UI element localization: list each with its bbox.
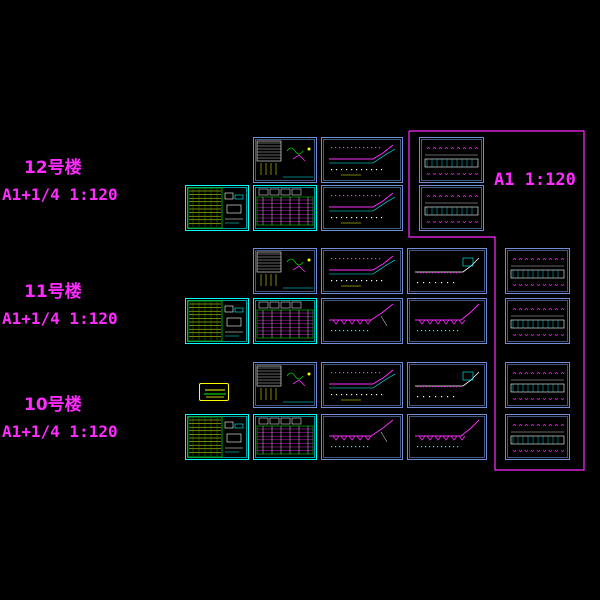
sheet-thumbnail-graphic: [321, 185, 403, 231]
sheet-thumbnail-graphic: [253, 298, 317, 344]
sheet-10-floor-plan-1[interactable]: [505, 362, 570, 408]
sheet-12-floor-plan-2[interactable]: [419, 185, 484, 231]
sheet-11-plan-2[interactable]: [321, 298, 403, 344]
sheet-11-system-diagram-a[interactable]: [253, 248, 317, 294]
group-scale-label: A1 1:120: [494, 170, 576, 190]
sheet-thumbnail-graphic: [321, 248, 403, 294]
sheet-10-plan-4[interactable]: [407, 414, 487, 460]
building-11-scale: A1+1/4 1:120: [2, 309, 118, 328]
building-10-title: 10号楼: [24, 395, 82, 415]
sheet-10-general-notes[interactable]: [185, 414, 249, 460]
sheet-11-plan-3[interactable]: [407, 248, 487, 294]
sheet-thumbnail-graphic: [321, 362, 403, 408]
sheet-10-system-diagram-b[interactable]: [253, 414, 317, 460]
sheet-thumbnail-graphic: [185, 185, 249, 231]
sheet-12-floor-plan-1[interactable]: [419, 137, 484, 183]
sheet-thumbnail-graphic: [253, 414, 317, 460]
sheet-11-system-diagram-b[interactable]: [253, 298, 317, 344]
building-11-title: 11号楼: [24, 282, 82, 302]
sheet-thumbnail-graphic: [419, 185, 484, 231]
sheet-thumbnail-graphic: [407, 414, 487, 460]
building-12-title: 12号楼: [24, 158, 82, 178]
sheet-12-system-diagram-b[interactable]: [253, 185, 317, 231]
sheet-10-floor-plan-2[interactable]: [505, 414, 570, 460]
sheet-thumbnail-graphic: [505, 248, 570, 294]
sheet-thumbnail-graphic: [185, 298, 249, 344]
sheet-thumbnail-graphic: [505, 362, 570, 408]
sheet-12-plan-2[interactable]: [321, 185, 403, 231]
sheet-11-plan-1[interactable]: [321, 248, 403, 294]
sheet-thumbnail-graphic: [321, 298, 403, 344]
sheet-10-plan-3[interactable]: [407, 362, 487, 408]
sheet-12-plan-1[interactable]: [321, 137, 403, 183]
sheet-thumbnail-graphic: [253, 362, 317, 408]
sheet-thumbnail-graphic: [419, 137, 484, 183]
sheet-thumbnail-graphic: [321, 414, 403, 460]
building-10-scale: A1+1/4 1:120: [2, 422, 118, 441]
sheet-thumbnail-graphic: [185, 414, 249, 460]
sheet-thumbnail-graphic: [253, 137, 317, 183]
sheet-11-general-notes[interactable]: [185, 298, 249, 344]
sheet-10-plan-1[interactable]: [321, 362, 403, 408]
sheet-thumbnail-graphic: [253, 248, 317, 294]
building-12-scale: A1+1/4 1:120: [2, 185, 118, 204]
sheet-10-system-diagram-a[interactable]: [253, 362, 317, 408]
sheet-thumbnail-graphic: [505, 298, 570, 344]
sheet-thumbnail-graphic: [253, 185, 317, 231]
sheet-10-plan-2[interactable]: [321, 414, 403, 460]
sheet-thumbnail-graphic: [407, 248, 487, 294]
sheet-11-floor-plan-2[interactable]: [505, 298, 570, 344]
stamp-block[interactable]: [199, 383, 229, 401]
sheet-thumbnail-graphic: [407, 298, 487, 344]
sheet-12-general-notes[interactable]: [185, 185, 249, 231]
sheet-11-plan-4[interactable]: [407, 298, 487, 344]
sheet-11-floor-plan-1[interactable]: [505, 248, 570, 294]
sheet-thumbnail-graphic: [505, 414, 570, 460]
sheet-thumbnail-graphic: [321, 137, 403, 183]
sheet-12-system-diagram-a[interactable]: [253, 137, 317, 183]
sheet-thumbnail-graphic: [407, 362, 487, 408]
